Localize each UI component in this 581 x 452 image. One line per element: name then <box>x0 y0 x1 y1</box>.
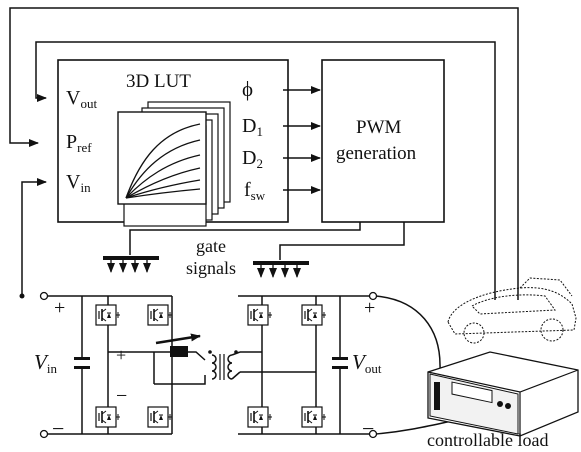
label-pref-input: Pref <box>66 131 92 155</box>
lut-curves-icon <box>117 101 231 227</box>
vin-sense-wire <box>21 178 47 296</box>
label-fsw: fsw <box>244 179 266 203</box>
controllable-load-label: controllable load <box>427 430 549 450</box>
series-inductor <box>170 346 188 357</box>
vout-feedback-wire <box>35 41 496 300</box>
input-capacitor <box>74 357 90 369</box>
lut-title: 3D LUT <box>126 71 191 92</box>
bridge-plus-sign: + <box>116 345 127 365</box>
gate-label-line1: gate <box>196 236 226 256</box>
output-capacitor <box>332 357 348 369</box>
electric-car-icon <box>447 277 577 344</box>
label-vout-input: Vout <box>66 87 98 111</box>
vin-minus-sign: − <box>52 416 65 441</box>
vin-plus-sign: + <box>54 297 66 319</box>
pwm-block <box>321 59 445 223</box>
switch-s6 <box>301 304 327 326</box>
gate-label-line2: signals <box>186 258 237 278</box>
switch-s3 <box>95 406 121 428</box>
gate-connector-left <box>103 256 159 272</box>
switch-s5 <box>247 304 273 326</box>
vout-plus-sign: + <box>364 297 376 319</box>
switch-s8 <box>301 406 327 428</box>
label-d2: D2 <box>242 147 263 171</box>
bridge-minus-sign: − <box>116 385 128 407</box>
pref-feedback-wire <box>9 7 519 300</box>
switch-s7 <box>247 406 273 428</box>
vin-label: Vin <box>34 350 57 376</box>
controllable-load-instrument <box>427 351 579 437</box>
label-vin-input: Vin <box>66 171 91 195</box>
current-arrow <box>155 333 201 345</box>
transformer <box>211 351 241 380</box>
switch-s2 <box>147 304 173 326</box>
label-phi: ϕ <box>242 77 254 101</box>
label-d1: D1 <box>242 115 263 139</box>
pwm-label-line1: PWM <box>356 117 402 138</box>
pwm-label-line2: generation <box>336 143 417 164</box>
vout-minus-sign: − <box>362 416 375 441</box>
switch-s4 <box>147 406 173 428</box>
gate-connector-right <box>253 261 309 277</box>
switch-s1 <box>95 304 121 326</box>
vout-label: Vout <box>352 350 382 376</box>
